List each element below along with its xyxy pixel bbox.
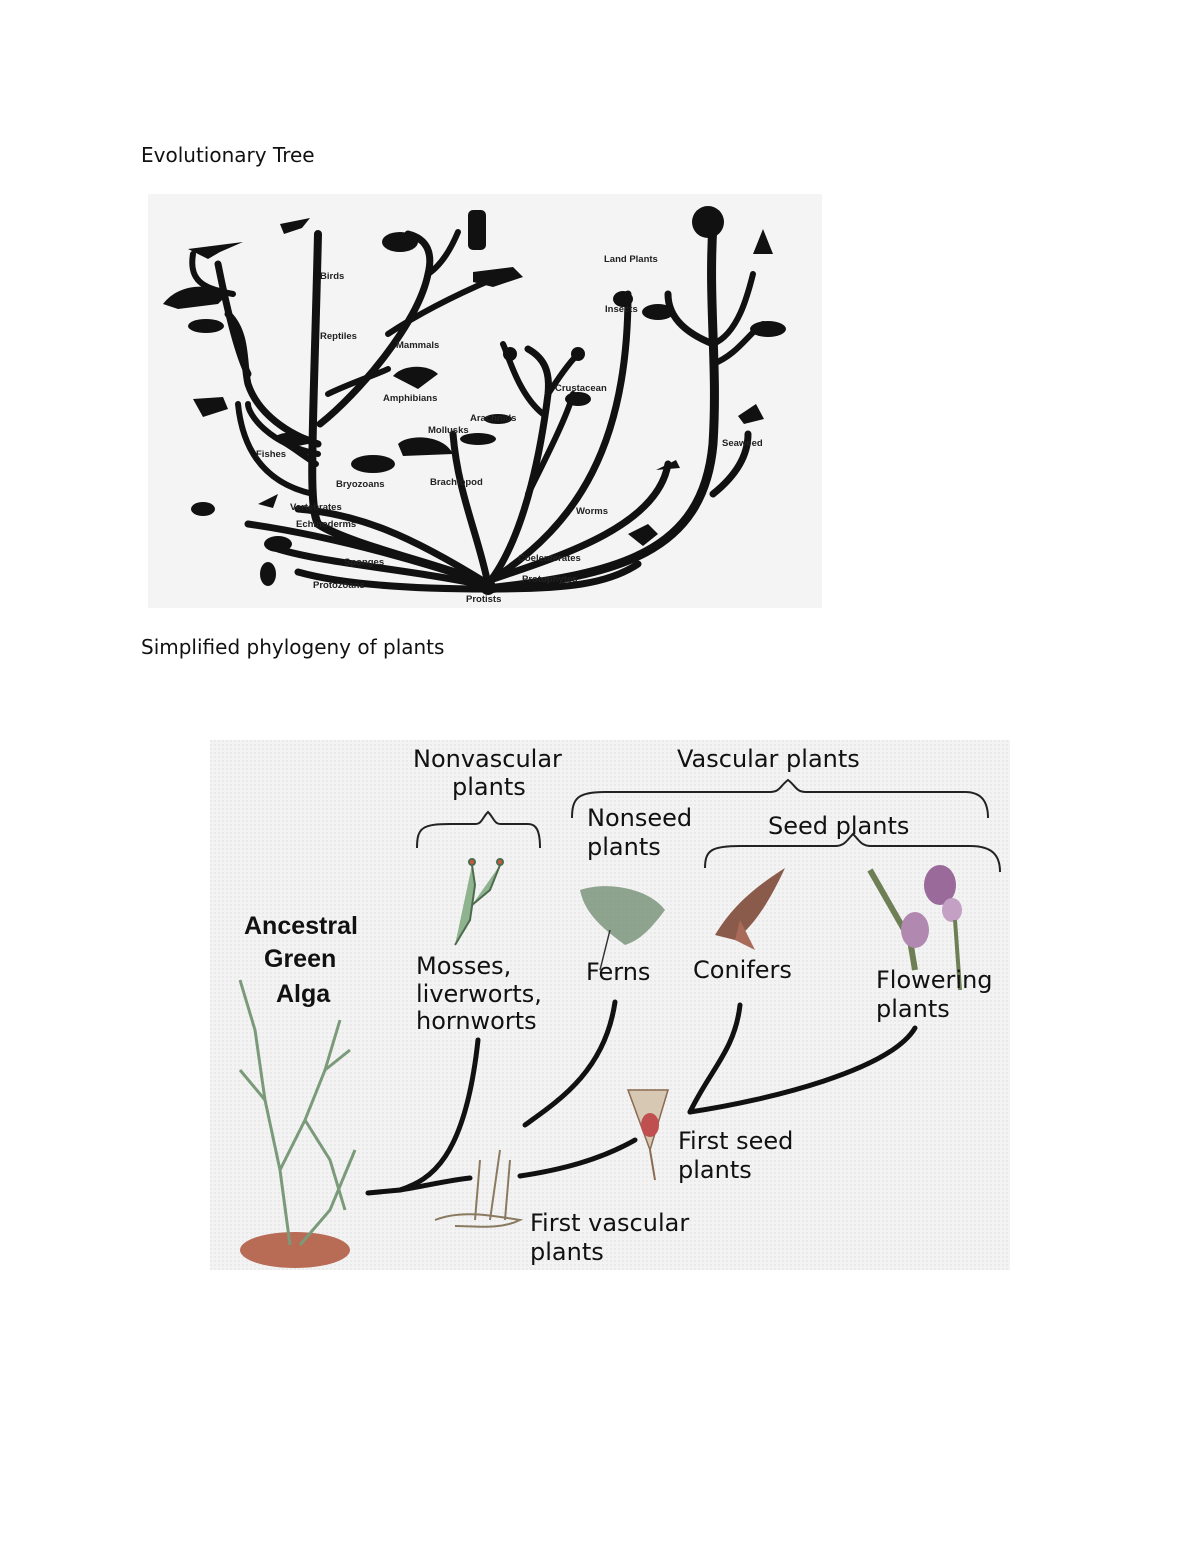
label-land-plants: Land Plants [604,254,658,265]
conifer-icon [753,229,773,254]
turtle-icon [188,319,224,333]
label-first-seed-line2: plants [678,1156,752,1184]
fern-icon [580,886,665,971]
bird-icon [280,218,310,234]
label-first-seed-line1: First seed [678,1127,793,1155]
label-first-vascular-line1: First vascular [530,1209,689,1237]
group-nonvascular-line2: plants [452,773,526,801]
phylogeny-branches [365,999,918,1196]
label-protozoans: Protozoans [313,580,365,591]
sponge-icon-a [191,502,215,516]
heading-plant-phylogeny: Simplified phylogeny of plants [141,635,445,659]
label-ancestral-line3: Alga [276,980,331,1008]
plant-icon [750,321,786,337]
protozoan-icon [260,562,276,586]
label-echinoderms: Echinoderms [296,519,356,530]
label-mosses-line3: hornworts [416,1007,537,1035]
label-bryozoans: Bryozoans [336,479,385,490]
dinosaur-icon [163,286,228,309]
label-vertebrates: Vertebrates [290,502,342,513]
label-arachnids: Arachnids [470,413,516,424]
label-protists: Protists [466,594,501,605]
label-mosses-line2: liverworts, [416,980,542,1008]
label-seaweed: Seaweed [722,438,763,449]
label-flowering-line2: plants [876,995,950,1023]
label-mosses-line1: Mosses, [416,952,511,980]
group-vascular: Vascular plants [677,745,860,773]
group-seed: Seed plants [768,812,909,840]
label-sponges: Sponges [344,557,384,568]
label-crustacean: Crustacean [555,383,607,394]
mollusk-icon [460,433,496,445]
label-flowering-line1: Flowering [876,966,993,994]
first-vascular-plant-icon [434,1149,524,1228]
label-ancestral-line2: Green [264,945,336,973]
arachnid-icon [484,414,512,424]
label-brachiopod: Brachiopod [430,477,483,488]
shell-icon [398,437,453,456]
gorilla-icon [382,232,418,252]
label-ferns: Ferns [586,958,650,986]
label-worms: Worms [576,506,608,517]
first-seed-plant-icon [626,1089,670,1181]
label-mammals: Mammals [396,340,439,351]
pterosaur-icon [188,242,243,259]
sponge-icon-b [264,536,292,552]
plant-phylogeny-figure: Nonvascular plants Vascular plants Nonse… [210,740,1010,1270]
label-amphibians: Amphibians [383,393,437,404]
group-nonseed-line2: plants [587,833,661,861]
crab-icon-b [571,347,585,361]
worm-icon [656,460,680,470]
fish-icon [276,432,318,446]
flowering-plant-icon [867,865,962,991]
label-coelenterates: Coelenterates [518,553,581,564]
tree-icon [692,206,724,238]
crab-icon-a [503,347,517,361]
starfish-icon [258,494,278,508]
label-conifers: Conifers [693,956,792,984]
label-first-vascular-line2: plants [530,1238,604,1266]
label-protophytes: Protophytes [522,574,577,585]
insect-icon [613,291,633,307]
lizard-icon [193,397,228,417]
conifer-icon [715,868,785,950]
fern-icon [642,304,674,320]
organism-silhouettes [163,206,786,586]
tree1-branches [189,219,766,594]
human-icon [468,210,486,250]
label-reptiles: Reptiles [320,331,357,342]
seaweed-icon [738,404,764,424]
ancestral-alga-icon [238,979,357,1268]
crustacean-icon [565,392,591,406]
heading-evolutionary-tree: Evolutionary Tree [141,143,315,167]
group-nonvascular-line1: Nonvascular [413,745,562,773]
frog-icon [393,366,438,389]
label-insects: Insects [605,304,638,315]
group-braces [416,778,1001,873]
group-nonseed-line1: Nonseed [587,804,692,832]
label-fishes: Fishes [256,449,286,460]
evolutionary-tree-figure: Birds Reptiles Mammals Land Plants Insec… [148,194,822,608]
root-node [480,579,496,595]
label-ancestral-line1: Ancestral [244,912,358,940]
label-birds: Birds [320,271,344,282]
zebra-icon [473,267,523,287]
label-mollusks: Mollusks [428,425,469,436]
plant-illustrations [238,858,962,1268]
bryozoan-icon [351,455,395,473]
moss-icon [454,858,504,946]
coelenterate-icon [628,524,658,546]
